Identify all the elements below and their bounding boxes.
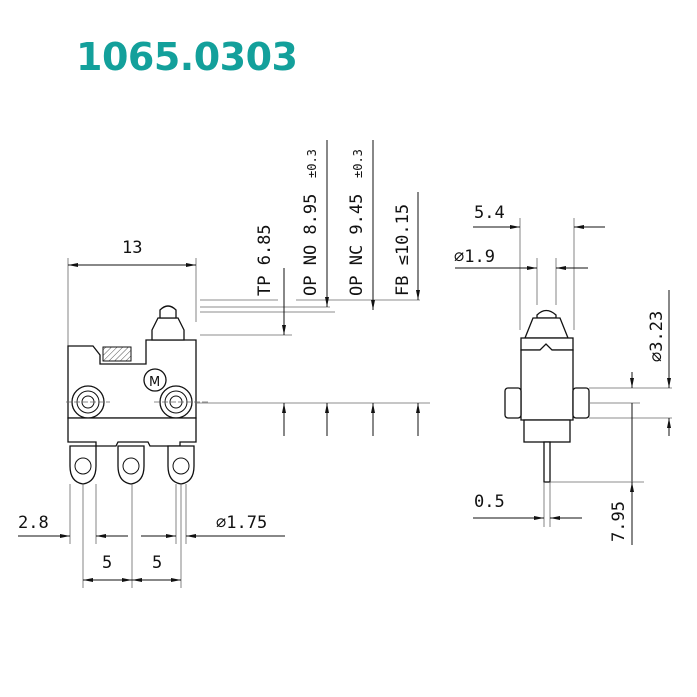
terminal-length-dimension: 7.95 — [609, 501, 629, 542]
mount-hole-dimension: ∅3.23 — [647, 311, 667, 362]
op-nc-tolerance: ±0.3 — [351, 149, 365, 178]
side-terminal — [543, 441, 551, 483]
terminal-thickness-dimension: 0.5 — [474, 492, 505, 512]
manufacturer-logo — [143, 368, 167, 392]
pitch-dimension-2: 5 — [152, 553, 162, 573]
side-view: 5.4 ∅1.9 ∅3.23 7.95 0.5 — [454, 203, 672, 545]
mount-hole-left — [66, 385, 110, 419]
side-base — [523, 419, 571, 443]
mount-hole-right — [154, 385, 210, 419]
pitch-dimension-1: 5 — [102, 553, 112, 573]
side-plunger — [536, 309, 557, 319]
terminal-1 — [69, 445, 97, 485]
side-mount-boss-left — [504, 387, 522, 419]
side-plunger-housing — [524, 317, 569, 339]
plunger-housing — [151, 317, 185, 341]
fb-label: FB ≤10.15 — [393, 204, 413, 296]
plunger-diameter-dimension: ∅1.9 — [454, 247, 495, 267]
op-no-label: OP NO 8.95 — [301, 194, 321, 296]
terminal-width-dimension: 2.8 — [18, 513, 49, 533]
tp-label: TP 6.85 — [255, 224, 275, 296]
front-view: 13 M — [18, 140, 430, 588]
part-number-title: 1065.0303 — [76, 35, 298, 79]
side-width-dimension: 5.4 — [474, 203, 505, 223]
hole-diameter-dimension: ∅1.75 — [216, 513, 267, 533]
width-dimension: 13 — [122, 238, 142, 258]
plunger — [159, 305, 177, 319]
switch-base — [67, 417, 197, 447]
side-mount-boss-right — [572, 387, 590, 419]
op-no-tolerance: ±0.3 — [305, 149, 319, 178]
op-nc-label: OP NC 9.45 — [347, 194, 367, 296]
terminal-2 — [117, 445, 145, 485]
side-body — [520, 343, 574, 421]
terminal-3 — [167, 445, 195, 485]
svg-text:M: M — [149, 375, 160, 390]
